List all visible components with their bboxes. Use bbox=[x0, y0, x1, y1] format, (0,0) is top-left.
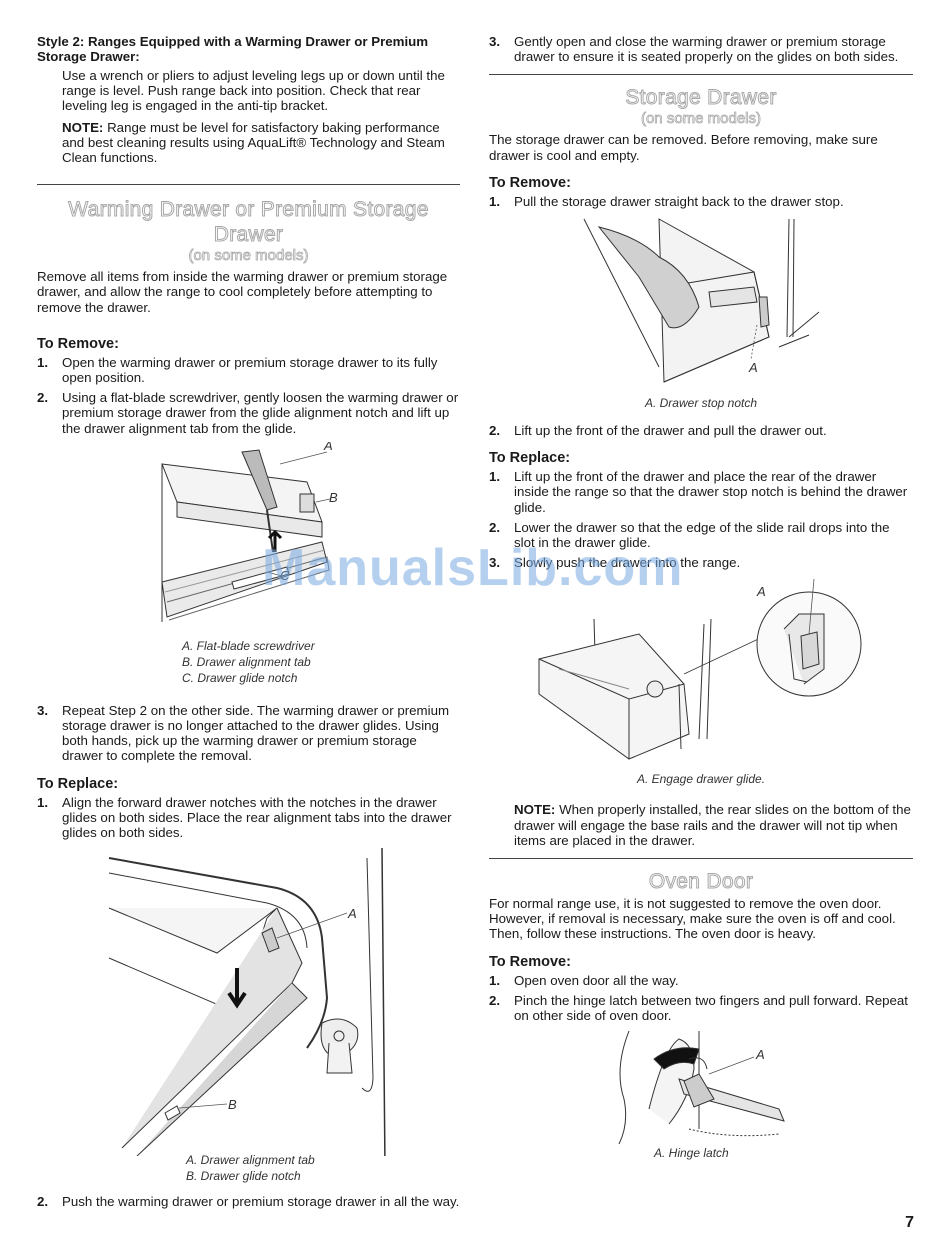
replace-heading: To Replace: bbox=[37, 775, 119, 792]
replace-step-3-warming: 3.Gently open and close the warming draw… bbox=[489, 34, 899, 65]
engage-glide-illustration: A bbox=[538, 579, 862, 761]
storage-divider bbox=[489, 74, 913, 76]
storage-replace-step-3: 3.Slowly push the drawer into the range. bbox=[489, 555, 741, 571]
fig2-label-b: B bbox=[228, 1097, 237, 1112]
storage-replace-step-1: 1.Lift up the front of the drawer and pl… bbox=[489, 469, 908, 515]
section-title-oven-door: Oven Door bbox=[648, 870, 754, 894]
oven-intro: For normal range use, it is not suggeste… bbox=[489, 896, 896, 942]
storage-remove-heading: To Remove: bbox=[489, 174, 571, 191]
storage-note-body: When properly installed, the rear slides… bbox=[514, 802, 911, 848]
figure-hinge-latch: A bbox=[489, 1029, 913, 1145]
remove-step-2: 2.Using a flat-blade screwdriver, gently… bbox=[37, 390, 459, 436]
fig2-caption: A. Drawer alignment tab B. Drawer glide … bbox=[186, 1153, 315, 1184]
remove-step-3: 3.Repeat Step 2 on the other side. The w… bbox=[37, 702, 450, 764]
warming-intro: Remove all items from inside the warming… bbox=[37, 269, 448, 315]
fig1-label-a: A bbox=[323, 442, 333, 453]
fig1-label-c: C bbox=[280, 568, 290, 583]
fig5-caption: A. Hinge latch bbox=[654, 1146, 729, 1161]
drawer-stop-illustration: A bbox=[583, 218, 820, 383]
section-divider bbox=[37, 184, 460, 186]
section-subtitle: (on some models) bbox=[188, 247, 309, 265]
fig4-caption: A. Engage drawer glide. bbox=[636, 772, 766, 787]
storage-note-label: NOTE: bbox=[514, 802, 556, 818]
fig3-caption: A. Drawer stop notch bbox=[644, 396, 758, 411]
figure-drawer-alignment: A B bbox=[37, 848, 460, 1157]
remove-heading: To Remove: bbox=[37, 335, 119, 352]
fig5-label-a: A bbox=[755, 1047, 765, 1062]
screwdriver-drawer-illustration: A B C bbox=[161, 442, 338, 622]
storage-remove-step-1: 1.Pull the storage drawer straight back … bbox=[489, 193, 844, 209]
right-column: 3.Gently open and close the warming draw… bbox=[489, 34, 913, 1161]
replace-step-1: 1.Align the forward drawer notches with … bbox=[37, 794, 452, 841]
watermark: ManualsLib.com bbox=[262, 539, 684, 597]
figure-drawer-stop: A bbox=[489, 217, 913, 391]
storage-replace-heading: To Replace: bbox=[489, 450, 571, 467]
figure-engage-glide: A bbox=[489, 574, 913, 769]
style2-body: Use a wrench or pliers to adjust levelin… bbox=[62, 68, 445, 114]
storage-subtitle: (on some models) bbox=[640, 110, 762, 128]
drawer-alignment-illustration: A B bbox=[108, 848, 386, 1157]
style2-heading: Style 2: Ranges Equipped with a Warming … bbox=[37, 34, 429, 64]
replace-step-2: 2.Push the warming drawer or premium sto… bbox=[37, 1194, 460, 1210]
note-label: NOTE: bbox=[62, 119, 104, 135]
section-title-warming-drawer: Warming Drawer or Premium Storage Drawer bbox=[68, 198, 429, 247]
storage-intro: The storage drawer can be removed. Befor… bbox=[489, 132, 878, 163]
hinge-latch-illustration: A bbox=[618, 1031, 785, 1145]
fig4-label-a: A bbox=[756, 584, 766, 599]
left-column: Style 2: Ranges Equipped with a Warming … bbox=[37, 34, 460, 1209]
section-title-storage-drawer: Storage Drawer bbox=[625, 86, 777, 110]
fig1-label-b: B bbox=[329, 490, 338, 505]
figure-screwdriver-drawer: A B C bbox=[37, 442, 460, 640]
oven-remove-heading: To Remove: bbox=[489, 953, 571, 970]
fig1-caption: A. Flat-blade screwdriver B. Drawer alig… bbox=[182, 638, 315, 685]
storage-remove-step-2: 2.Lift up the front of the drawer and pu… bbox=[489, 423, 827, 439]
leveling-note: NOTE: Range must be level for satisfacto… bbox=[62, 120, 460, 166]
storage-note: NOTE: When properly installed, the rear … bbox=[514, 802, 913, 848]
oven-remove-step-2: 2.Pinch the hinge latch between two fing… bbox=[489, 992, 908, 1024]
fig2-label-a: A bbox=[347, 906, 357, 921]
remove-step-1: 1.Open the warming drawer or premium sto… bbox=[37, 354, 438, 386]
fig3-label-a: A bbox=[748, 360, 758, 375]
oven-remove-step-1: 1.Open oven door all the way. bbox=[489, 972, 679, 988]
note-body: Range must be level for satisfactory bak… bbox=[62, 119, 445, 166]
oven-divider bbox=[489, 858, 913, 860]
page-number: 7 bbox=[905, 1214, 914, 1231]
storage-replace-step-2: 2.Lower the drawer so that the edge of t… bbox=[489, 519, 890, 551]
